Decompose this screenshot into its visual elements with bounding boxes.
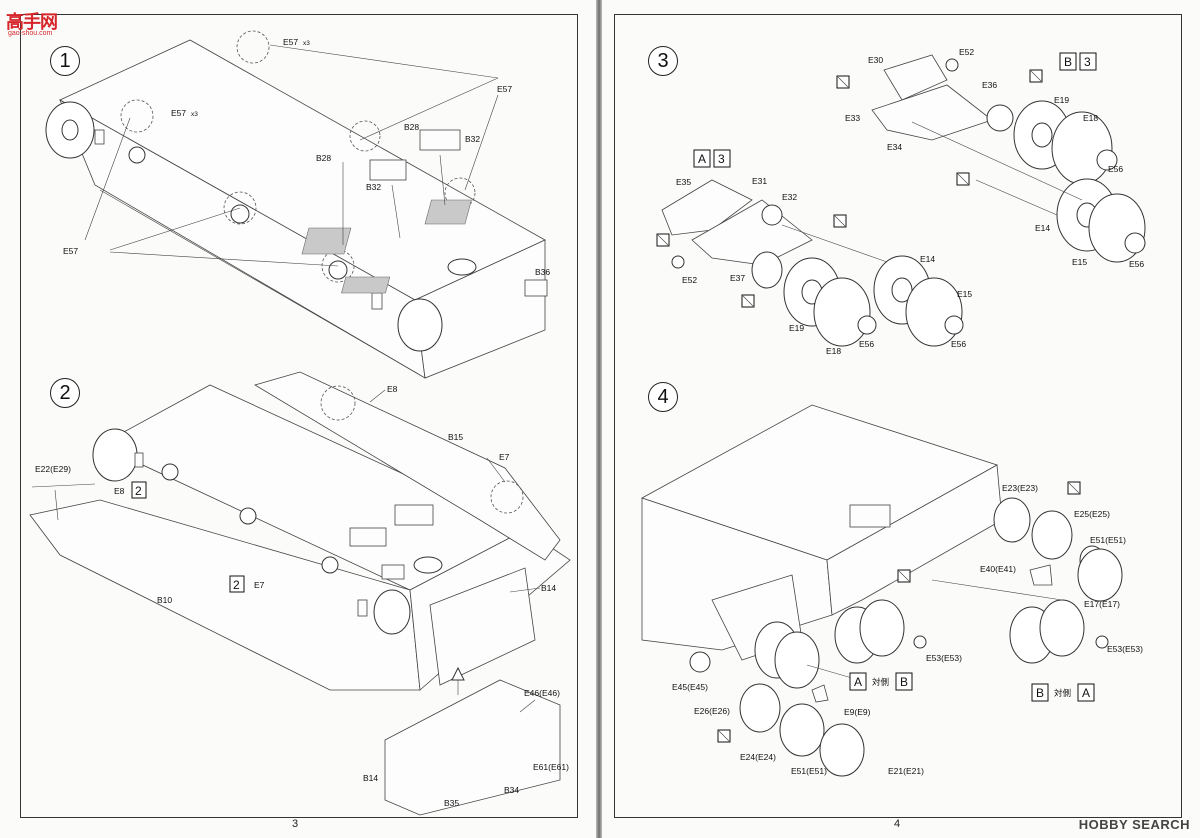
page-frame [20,14,578,818]
page-number-right: 4 [894,818,901,830]
svg-text:2: 2 [233,578,240,592]
label-e19-bottom: E19 [789,323,804,333]
svg-text:A: A [854,675,862,689]
label-b14-a: B14 [541,583,556,593]
label-e61: E61(E61) [533,762,569,772]
label-e24: E24(E24) [740,752,776,762]
page-frame [614,14,1182,818]
instruction-page-left: 高手网 gao-shou.com 1 2 [0,0,596,838]
step-2-badge: 2 [50,378,80,408]
svg-text:3: 3 [1084,55,1091,69]
label-e35: E35 [676,177,691,187]
svg-text:A: A [698,152,706,166]
label-e25: E25(E25) [1074,509,1110,519]
svg-text:B: B [1036,686,1044,700]
instruction-page-right: 3 4 B 3 A 3 [602,0,1200,838]
label-b14-b: B14 [363,773,378,783]
label-e21: E21(E21) [888,766,924,776]
hull-step2 [29,371,571,816]
label-e56-a: E56 [859,339,874,349]
ref-box-2b: 2 [229,575,245,593]
label-e17: E17(E17) [1084,599,1120,609]
label-e31: E31 [752,176,767,186]
label-x3-a: x3 [303,40,310,47]
svg-text:2: 2 [135,484,142,498]
label-e57-x3-b: E57 [171,108,186,118]
page-number-left: 3 [292,818,299,830]
label-e33: E33 [845,113,860,123]
svg-text:B: B [900,675,908,689]
ref-box-2a: 2 [131,481,147,499]
label-e57-left: E57 [63,246,78,256]
label-e53-mid: E53(E53) [926,653,962,663]
step-3-4-diagram: B 3 A 3 [641,47,1146,777]
label-x3-b: x3 [191,111,198,118]
label-e56-right: E56 [1129,259,1144,269]
step-1-2-diagram: E57 x3 E57 x3 E57 E57 B28 B28 B32 B32 B3… [29,30,571,816]
label-e37: E37 [730,273,745,283]
label-b35: B35 [444,798,459,808]
svg-text:対側: 対側 [872,677,889,687]
label-e32: E32 [782,192,797,202]
label-e51-right: E51(E51) [1090,535,1126,545]
label-e15-mid: E15 [957,289,972,299]
book-gutter [596,0,602,838]
svg-text:B: B [1064,55,1072,69]
label-e22: E22(E29) [35,464,71,474]
label-b32-b: B32 [366,182,381,192]
label-e56-top: E56 [1108,164,1123,174]
ref-b-opposite-a: B 対側 A [1031,683,1095,702]
label-e36: E36 [982,80,997,90]
label-e30: E30 [868,55,883,65]
label-b34: B34 [504,785,519,795]
label-b28-b: B28 [316,153,331,163]
label-e34: E34 [887,142,902,152]
label-e57-x3-a: E57 [283,37,298,47]
label-e14-mid: E14 [920,254,935,264]
label-e45: E45(E45) [672,682,708,692]
label-e56-b: E56 [951,339,966,349]
label-e9: E9(E9) [844,707,871,717]
label-e15-right: E15 [1072,257,1087,267]
watermark-url: gao-shou.com [8,30,53,37]
hobby-search-watermark: HOBBY SEARCH [1078,817,1190,832]
label-e8-top: E8 [387,384,398,394]
suspension-assembly-b [871,54,1146,263]
step-1-badge: 1 [50,46,80,76]
svg-text:3: 3 [718,152,725,166]
label-e57-right: E57 [497,84,512,94]
label-b36: B36 [535,267,550,277]
label-e53-right: E53(E53) [1107,644,1143,654]
suspension-assembly-a [661,179,964,347]
ref-box-a3: A 3 [693,149,731,168]
label-e51-bottom: E51(E51) [791,766,827,776]
label-e18-top: E18 [1083,113,1098,123]
hull-step1 [45,30,548,379]
svg-text:A: A [1082,686,1090,700]
label-e52-top: E52 [959,47,974,57]
label-e23: E23(E23) [1002,483,1038,493]
label-e7-left: E7 [254,580,265,590]
label-e8-left: E8 [114,486,125,496]
glue-not-icon-group [656,69,1043,308]
label-b32-a: B32 [465,134,480,144]
label-b28-a: B28 [404,122,419,132]
label-e26: E26(E26) [694,706,730,716]
step-3-badge: 3 [648,46,678,76]
label-e14-right: E14 [1035,223,1050,233]
step-4-badge: 4 [648,382,678,412]
label-e7-right: E7 [499,452,510,462]
ref-a-opposite-b: A 対側 B [849,672,913,691]
label-e19-top: E19 [1054,95,1069,105]
label-e46: E46(E46) [524,688,560,698]
label-b15: B15 [448,432,463,442]
label-e52-left: E52 [682,275,697,285]
ref-box-b3: B 3 [1059,52,1097,71]
label-b10: B10 [157,595,172,605]
hull-step4 [641,404,1123,777]
label-e40: E40(E41) [980,564,1016,574]
watermark-logo: 高手网 [6,12,58,32]
label-e18-bottom: E18 [826,346,841,356]
svg-text:対側: 対側 [1054,688,1071,698]
